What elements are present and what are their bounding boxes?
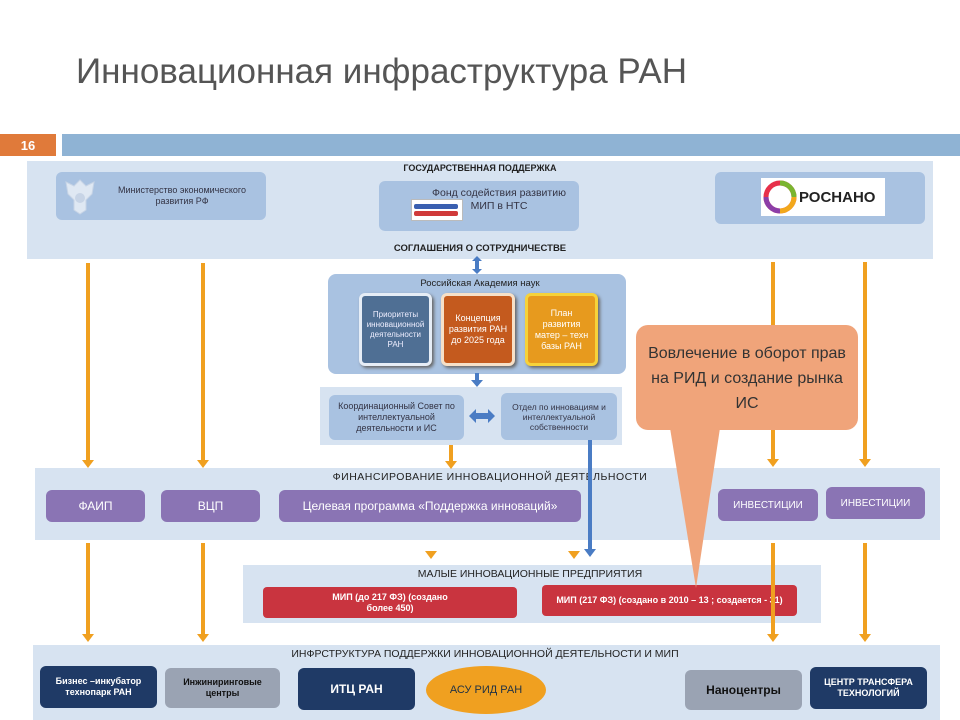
infra-asu-rid-label: АСУ РИД РАН xyxy=(449,683,523,696)
mip-box-1[interactable]: МИП (до 217 ФЗ) (создано более 450) xyxy=(263,587,517,618)
arrow-head xyxy=(859,459,871,467)
small-enterprises-header: МАЛЫЕ ИННОВАЦИОННЫЕ ПРЕДПРИЯТИЯ xyxy=(417,568,643,580)
infrastructure-header: ИНФРСТРУКТУРА ПОДДЕРЖКИ ИННОВАЦИОННОЙ ДЕ… xyxy=(291,648,679,660)
fund-logo-icon xyxy=(411,199,463,221)
fund-label: Фонд содействия развитию МИП в НТС xyxy=(432,187,566,212)
callout-text: Вовлечение в оборот прав на РИД и создан… xyxy=(648,345,846,412)
mip-label-1: МИП (до 217 ФЗ) (создано более 450) xyxy=(332,591,448,613)
vcp-button[interactable]: ВЦП xyxy=(161,490,260,522)
mip-label-2: МИП (217 ФЗ) (создано в 2010 – 13 ; созд… xyxy=(556,595,783,605)
investments-button-2[interactable]: ИНВЕСТИЦИИ xyxy=(826,487,925,519)
callout-pointer xyxy=(670,428,720,588)
rosnano-logo-icon xyxy=(763,180,797,214)
arrow-head xyxy=(767,459,779,467)
council-box[interactable]: Координационный Совет по интеллектуально… xyxy=(329,395,464,440)
ministry-box[interactable]: Министерство экономического развития РФ xyxy=(56,172,266,220)
ras-down-arrow-icon xyxy=(471,373,483,387)
faip-button[interactable]: ФАИП xyxy=(46,490,145,522)
arrow-line xyxy=(201,263,205,461)
investments-button-1[interactable]: ИНВЕСТИЦИИ xyxy=(718,489,818,521)
infra-nanocenters[interactable]: Наноцентры xyxy=(685,670,802,710)
arrow-line xyxy=(201,543,205,636)
financing-header: ФИНАНСИРОВАНИЕ ИННОВАЦИОННОЙ ДЕЯТЕЛЬНОСТ… xyxy=(332,471,648,483)
program-button[interactable]: Целевая программа «Поддержка инноваций» xyxy=(279,490,581,522)
arrow-head xyxy=(82,634,94,642)
dept-label: Отдел по инновациям и интеллектуальной с… xyxy=(512,401,606,432)
arrow-line xyxy=(86,543,90,636)
dept-box[interactable]: Отдел по инновациям и интеллектуальной с… xyxy=(501,393,617,440)
ras-label: Российская Академия наук xyxy=(420,278,540,289)
investments-label-2: ИНВЕСТИЦИИ xyxy=(840,497,911,509)
vcp-label: ВЦП xyxy=(197,498,224,513)
arrow-head xyxy=(197,460,209,468)
page-title: Инновационная инфраструктура РАН xyxy=(76,52,688,91)
ministry-label: Министерство экономического развития РФ xyxy=(117,185,247,206)
arrow-head xyxy=(568,551,580,559)
infra-transfer-center-label: ЦЕНТР ТРАНСФЕРА ТЕХНОЛОГИЙ xyxy=(824,677,913,698)
infra-incubator-label: Бизнес –инкубатор технопарк РАН xyxy=(55,676,142,697)
infra-engineering-label: Инжиниринговые центры xyxy=(183,677,262,698)
fund-box[interactable]: Фонд содействия развитию МИП в НТС xyxy=(379,181,579,231)
arrow-line xyxy=(863,262,867,460)
connector-arrow-icon xyxy=(472,256,482,274)
ras-card-concept[interactable]: Концепция развития РАН до 2025 года xyxy=(441,293,515,366)
infra-itc[interactable]: ИТЦ РАН xyxy=(298,668,415,710)
infra-nanocenters-label: Наноцентры xyxy=(706,682,781,697)
arrow-line xyxy=(771,543,775,636)
callout-bubble xyxy=(636,325,858,430)
arrow-head xyxy=(859,634,871,642)
gov-support-header: ГОСУДАРСТВЕННАЯ ПОДДЕРЖКА xyxy=(403,163,557,173)
ras-card-plan[interactable]: План развития матер – техн базы РАН xyxy=(525,293,598,366)
arrow-head xyxy=(767,634,779,642)
header-bar xyxy=(62,134,960,156)
page-number: 16 xyxy=(0,134,56,156)
arrow-line xyxy=(863,543,867,636)
ras-card-concept-label: Концепция развития РАН до 2025 года xyxy=(448,313,508,345)
dept-arrow-line xyxy=(588,440,592,550)
arrow-line xyxy=(449,445,453,463)
rosnano-logo: РОСНАНО xyxy=(761,178,885,216)
dept-arrow-head xyxy=(584,549,596,557)
agreements-label: СОГЛАШЕНИЯ О СОТРУДНИЧЕСТВЕ xyxy=(393,243,567,254)
emblem-icon xyxy=(65,179,95,215)
infra-asu-rid[interactable]: АСУ РИД РАН xyxy=(426,666,546,714)
arrow-head xyxy=(82,460,94,468)
council-label: Координационный Совет по интеллектуально… xyxy=(338,401,455,433)
infra-itc-label: ИТЦ РАН xyxy=(330,681,383,696)
arrow-head xyxy=(425,551,437,559)
infra-transfer-center[interactable]: ЦЕНТР ТРАНСФЕРА ТЕХНОЛОГИЙ xyxy=(810,667,927,709)
arrow-line xyxy=(86,263,90,461)
faip-label: ФАИП xyxy=(78,498,113,513)
arrow-head xyxy=(445,461,457,469)
mip-box-2[interactable]: МИП (217 ФЗ) (создано в 2010 – 13 ; созд… xyxy=(542,585,797,616)
arrow-head xyxy=(197,634,209,642)
rosnano-label: РОСНАНО xyxy=(799,188,876,206)
investments-label-1: ИНВЕСТИЦИИ xyxy=(733,499,803,511)
ras-card-plan-label: План развития матер – техн базы РАН xyxy=(534,307,589,351)
infra-engineering[interactable]: Инжиниринговые центры xyxy=(165,668,280,708)
rosnano-box[interactable]: РОСНАНО xyxy=(715,172,925,224)
program-label: Целевая программа «Поддержка инноваций» xyxy=(302,498,558,513)
ras-card-priorities[interactable]: Приоритеты инновационной деятельности РА… xyxy=(359,293,432,366)
two-way-arrow-icon xyxy=(469,409,495,423)
infra-incubator[interactable]: Бизнес –инкубатор технопарк РАН xyxy=(40,666,157,708)
ras-card-priorities-label: Приоритеты инновационной деятельности РА… xyxy=(366,309,425,349)
